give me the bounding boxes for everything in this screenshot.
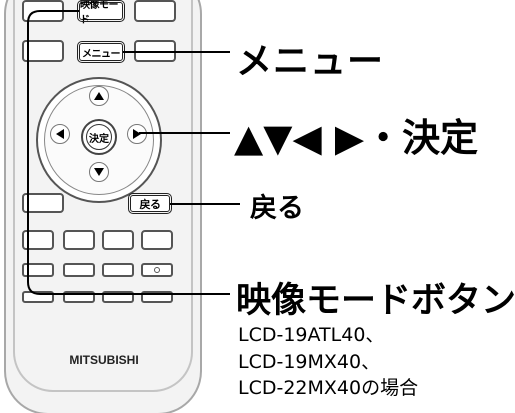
remote-button[interactable] (22, 230, 54, 250)
model-note: LCD-22MX40の場合 (238, 377, 419, 399)
remote-button[interactable] (22, 193, 64, 213)
remote-button[interactable] (63, 230, 95, 250)
remote-button[interactable] (63, 291, 95, 303)
remote-button[interactable] (102, 263, 134, 277)
enter-button-label: 決定 (86, 124, 112, 150)
remote-button[interactable] (22, 0, 64, 22)
menu-callout: メニュー (236, 41, 385, 82)
remote-button[interactable] (22, 263, 54, 277)
back-button[interactable]: 戻る (128, 193, 172, 214)
remote-button[interactable] (134, 0, 176, 22)
left-arrow-icon (56, 129, 64, 139)
remote-button[interactable] (102, 291, 134, 303)
picture-mode-callout: 映像モードボタン (236, 281, 515, 321)
up-arrow-button[interactable] (89, 86, 109, 106)
remote-button[interactable] (141, 291, 173, 303)
remote-button[interactable] (63, 263, 95, 277)
brand-logo: MITSUBISHI (69, 353, 139, 367)
enter-button[interactable]: 決定 (81, 119, 117, 155)
right-arrow-icon (133, 129, 141, 139)
down-arrow-button[interactable] (89, 162, 109, 182)
remote-button[interactable] (102, 230, 134, 250)
up-arrow-icon (94, 92, 104, 100)
model-note: LCD-19MX40、 (238, 350, 381, 373)
back-callout: 戻る (250, 193, 304, 224)
remote-button[interactable] (141, 263, 173, 277)
picture-mode-button[interactable]: 映像モード (77, 0, 125, 26)
down-arrow-icon (94, 168, 104, 176)
remote-button[interactable] (22, 40, 64, 62)
menu-button[interactable]: メニュー (77, 41, 125, 63)
remote-button[interactable] (141, 230, 173, 250)
right-arrow-button[interactable] (127, 124, 147, 144)
navigation-callout: ▲▼◀ ▶・決定 (234, 116, 479, 160)
dot-icon (154, 267, 160, 273)
remote-button[interactable] (134, 40, 176, 62)
left-arrow-button[interactable] (50, 124, 70, 144)
remote-button[interactable] (22, 291, 54, 303)
model-notes: LCD-19ATL40、 LCD-19MX40、 LCD-22MX40の場合 (238, 322, 418, 402)
model-note: LCD-19ATL40、 (238, 324, 385, 346)
